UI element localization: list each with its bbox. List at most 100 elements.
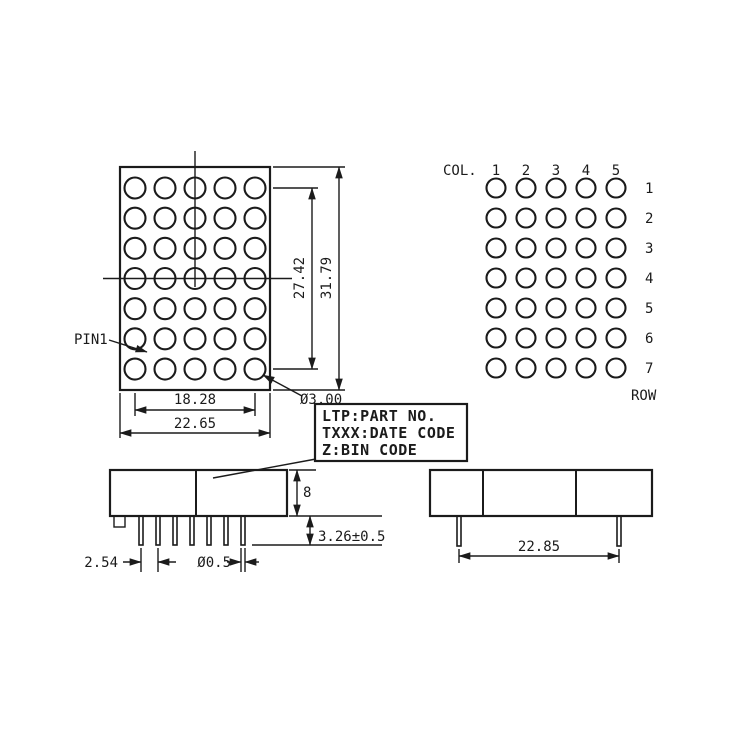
led-dot xyxy=(545,327,567,349)
led-dot xyxy=(123,297,147,321)
row-number: 3 xyxy=(645,241,653,257)
led-dot xyxy=(605,357,627,379)
col-numbers: 1 2 3 4 5 xyxy=(492,163,620,179)
led-dot xyxy=(605,327,627,349)
label-box-outline xyxy=(313,402,469,463)
led-dot xyxy=(515,237,537,259)
led-dot xyxy=(515,267,537,289)
led-dot xyxy=(213,357,237,381)
label-line-3: Z:BIN CODE xyxy=(322,441,417,459)
row-number: 4 xyxy=(645,271,653,287)
led-dot xyxy=(213,206,237,230)
label-line-2: TXXX:DATE CODE xyxy=(322,424,455,442)
col-number: 4 xyxy=(582,163,590,179)
side-view-long: 22.85 xyxy=(428,468,654,563)
led-dot xyxy=(485,267,507,289)
row-number: 1 xyxy=(645,181,653,197)
led-dot xyxy=(575,267,597,289)
dim-pin-diameter: Ø0.5 xyxy=(197,548,259,572)
pin xyxy=(206,515,212,546)
pin xyxy=(172,515,178,546)
led-dot xyxy=(243,176,267,200)
led-dot xyxy=(515,297,537,319)
dim-outer-pin-span-label: 22.85 xyxy=(518,539,560,555)
led-dot xyxy=(123,176,147,200)
row-number: 2 xyxy=(645,211,653,227)
row-footer-label: ROW xyxy=(631,388,657,404)
led-dot xyxy=(545,297,567,319)
side-body-outline xyxy=(108,468,289,518)
pin1-callout: PIN1 xyxy=(74,332,148,353)
row-number: 7 xyxy=(645,361,653,377)
dim-outer-width-label: 22.65 xyxy=(174,416,216,432)
dim-inner-width: 18.28 xyxy=(134,392,256,416)
dim-outer-height-label: 31.79 xyxy=(319,257,335,299)
led-dot xyxy=(213,297,237,321)
col-header-label: COL. xyxy=(443,163,477,179)
pin-map-view: COL. 1 2 3 4 5 1 2 3 4 5 6 7 ROW xyxy=(443,163,657,404)
led-dot xyxy=(575,357,597,379)
led-dot xyxy=(515,207,537,229)
led-dot xyxy=(153,297,177,321)
led-dot xyxy=(243,327,267,351)
led-dot xyxy=(605,297,627,319)
led-dot xyxy=(545,237,567,259)
led-dot xyxy=(575,177,597,199)
row-numbers: 1 2 3 4 5 6 7 xyxy=(645,181,653,377)
front-view: 27.42 31.79 18.28 22.65 PIN1 xyxy=(74,151,345,438)
dim-standoff-label: 3.26±0.5 xyxy=(318,529,385,545)
led-dot xyxy=(183,327,207,351)
led-dot xyxy=(243,357,267,381)
pin xyxy=(223,515,229,546)
led-dot xyxy=(545,207,567,229)
side-view: 8 3.26±0.5 2.54 Ø0.5 xyxy=(84,468,385,572)
pin-map-dot-grid xyxy=(485,177,627,379)
led-dot xyxy=(183,297,207,321)
led-dot xyxy=(243,297,267,321)
dim-inner-height: 27.42 xyxy=(273,187,318,370)
led-dot xyxy=(123,327,147,351)
led-dot xyxy=(605,237,627,259)
dim-inner-height-label: 27.42 xyxy=(292,257,308,299)
row-number: 5 xyxy=(645,301,653,317)
led-dot xyxy=(153,176,177,200)
led-dot xyxy=(515,327,537,349)
pin xyxy=(155,515,161,546)
led-dot xyxy=(123,236,147,260)
col-number: 3 xyxy=(552,163,560,179)
led-dot xyxy=(485,207,507,229)
led-dot xyxy=(213,236,237,260)
led-dot xyxy=(515,177,537,199)
pin xyxy=(456,515,462,547)
dim-inner-width-label: 18.28 xyxy=(174,392,216,408)
pin1-label: PIN1 xyxy=(74,332,108,348)
leader-line xyxy=(108,339,148,353)
led-dot xyxy=(243,206,267,230)
dim-pin-pitch-label: 2.54 xyxy=(84,555,118,571)
led-dot xyxy=(123,357,147,381)
label-line-1: LTP:PART NO. xyxy=(322,407,436,425)
led-dot xyxy=(575,327,597,349)
standoff xyxy=(113,515,126,528)
leader-line xyxy=(262,374,303,397)
dot-diameter-label: Ø3.00 xyxy=(300,392,342,408)
led-dot xyxy=(213,327,237,351)
led-dot xyxy=(545,267,567,289)
led-dot xyxy=(485,177,507,199)
centerlines xyxy=(103,151,292,287)
row-number: 6 xyxy=(645,331,653,347)
long-body-outline xyxy=(428,468,654,518)
dim-outer-pin-span: 22.85 xyxy=(458,539,620,563)
long-side-pins xyxy=(456,515,622,547)
col-number: 1 xyxy=(492,163,500,179)
pin xyxy=(240,515,246,546)
led-dot xyxy=(485,237,507,259)
led-dot xyxy=(153,327,177,351)
dim-standoff: 3.26±0.5 xyxy=(252,515,385,546)
pin xyxy=(138,515,144,546)
dim-body-height-label: 8 xyxy=(303,485,311,501)
led-dot xyxy=(515,357,537,379)
led-dot xyxy=(153,357,177,381)
